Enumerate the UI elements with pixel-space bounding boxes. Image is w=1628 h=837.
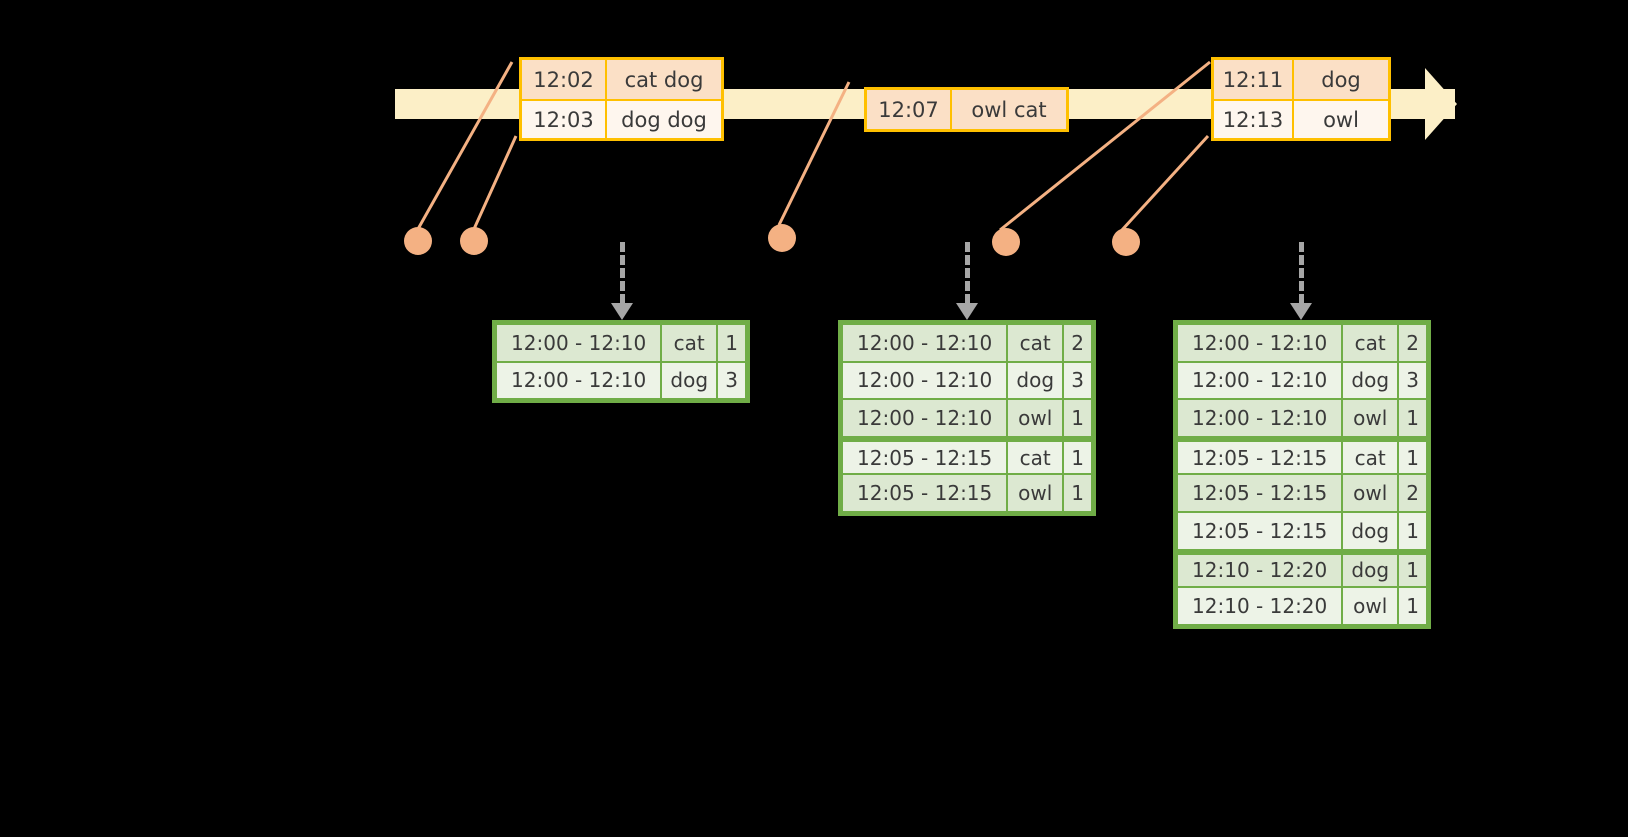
event-words: dog dog — [607, 101, 721, 138]
cell-word: dog — [662, 362, 717, 399]
cell-word: owl — [1343, 475, 1398, 511]
connector-dot-4 — [992, 228, 1020, 256]
cell-word: cat — [1343, 325, 1398, 361]
cell-word: cat — [662, 325, 717, 361]
connector-dot-3 — [768, 224, 796, 252]
event-time: 12:03 — [522, 101, 607, 138]
event-time: 12:07 — [867, 90, 952, 129]
cell-word: dog — [1343, 512, 1398, 549]
event-row: 12:03 dog dog — [522, 99, 721, 138]
cell-word: cat — [1343, 441, 1398, 474]
cell-word: owl — [1008, 475, 1063, 511]
timeline-arrowhead-icon — [1425, 68, 1457, 140]
dashed-arrow-2 — [956, 242, 978, 320]
cell-word: owl — [1008, 400, 1063, 436]
event-group-3: 12:11 dog 12:13 owl — [1211, 57, 1391, 141]
cell-count: 1 — [1399, 400, 1426, 436]
cell-window: 12:00 - 12:10 — [843, 400, 1007, 436]
cell-count: 3 — [1399, 362, 1426, 399]
cell-word: dog — [1343, 554, 1398, 587]
cell-window: 12:10 - 12:20 — [1178, 554, 1342, 587]
event-time: 12:02 — [522, 60, 607, 99]
event-group-1: 12:02 cat dog 12:03 dog dog — [519, 57, 724, 141]
cell-count: 3 — [1064, 362, 1091, 399]
cell-word: owl — [1343, 588, 1398, 624]
event-words: dog — [1294, 60, 1388, 99]
cell-word: dog — [1343, 362, 1398, 399]
cell-word: owl — [1343, 400, 1398, 436]
cell-window: 12:00 - 12:10 — [1178, 325, 1342, 361]
event-time: 12:11 — [1214, 60, 1294, 99]
connector-dot-5 — [1112, 228, 1140, 256]
connector-dot-2 — [460, 227, 488, 255]
cell-count: 1 — [1064, 475, 1091, 511]
cell-window: 12:00 - 12:10 — [843, 362, 1007, 399]
cell-window: 12:05 - 12:15 — [1178, 475, 1342, 511]
cell-window: 12:00 - 12:10 — [497, 325, 661, 361]
cell-window: 12:00 - 12:10 — [497, 362, 661, 399]
event-time: 12:13 — [1214, 101, 1294, 138]
event-row: 12:02 cat dog — [522, 60, 721, 99]
cell-count: 1 — [718, 325, 745, 361]
cell-window: 12:10 - 12:20 — [1178, 588, 1342, 624]
cell-window: 12:05 - 12:15 — [1178, 512, 1342, 549]
event-row: 12:07 owl cat — [867, 90, 1066, 129]
cell-count: 1 — [1399, 512, 1426, 549]
cell-count: 2 — [1399, 475, 1426, 511]
cell-window: 12:00 - 12:10 — [843, 325, 1007, 361]
cell-count: 1 — [1399, 554, 1426, 587]
connector-dot-1 — [404, 227, 432, 255]
cell-window: 12:05 - 12:15 — [843, 475, 1007, 511]
dashed-arrow-3 — [1290, 242, 1312, 320]
cell-count: 2 — [1399, 325, 1426, 361]
cell-window: 12:05 - 12:15 — [1178, 441, 1342, 474]
cell-word: cat — [1008, 441, 1063, 474]
cell-count: 1 — [1399, 588, 1426, 624]
cell-count: 1 — [1064, 400, 1091, 436]
cell-window: 12:00 - 12:10 — [1178, 362, 1342, 399]
dashed-arrow-1 — [611, 242, 633, 320]
event-group-2: 12:07 owl cat — [864, 87, 1069, 132]
event-row: 12:13 owl — [1214, 99, 1388, 138]
cell-window: 12:00 - 12:10 — [1178, 400, 1342, 436]
event-words: owl — [1294, 101, 1388, 138]
cell-window: 12:05 - 12:15 — [843, 441, 1007, 474]
cell-count: 1 — [1399, 441, 1426, 474]
cell-count: 2 — [1064, 325, 1091, 361]
cell-count: 3 — [718, 362, 745, 399]
event-words: cat dog — [607, 60, 721, 99]
cell-word: cat — [1008, 325, 1063, 361]
event-words: owl cat — [952, 90, 1066, 129]
cell-count: 1 — [1064, 441, 1091, 474]
event-row: 12:11 dog — [1214, 60, 1388, 99]
cell-word: dog — [1008, 362, 1063, 399]
